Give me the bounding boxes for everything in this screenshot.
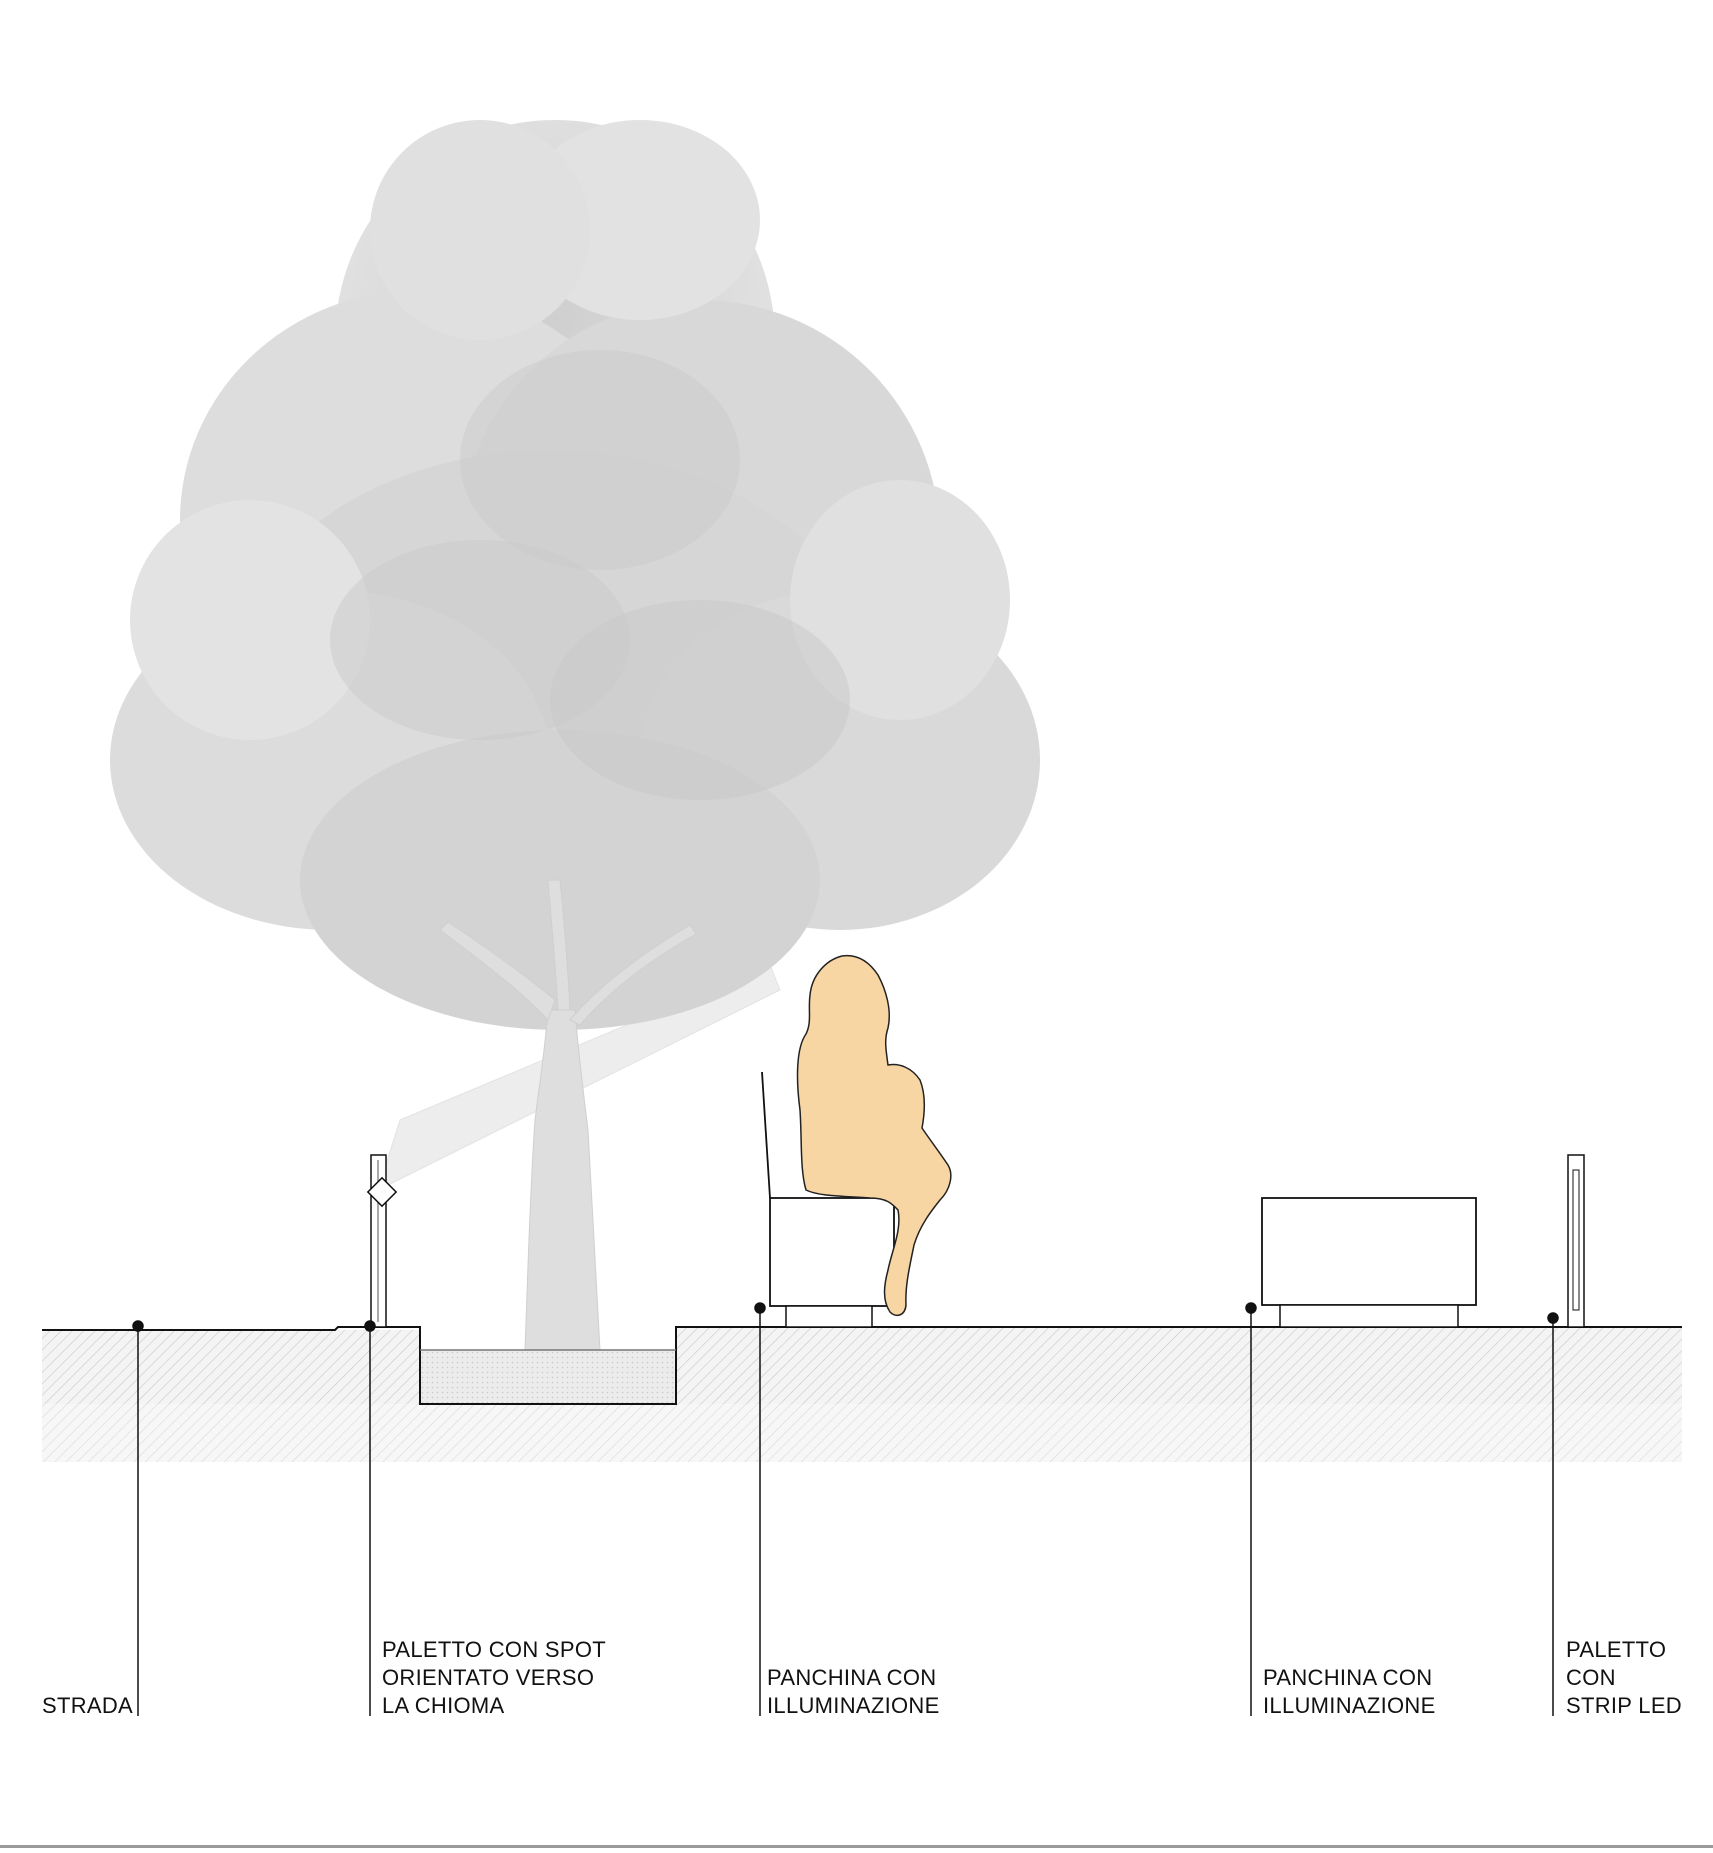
label-strada-line-1: STRADA bbox=[42, 1693, 134, 1718]
subsoil-layer bbox=[42, 1404, 1682, 1462]
seated-person-icon bbox=[796, 954, 952, 1317]
bollard-led-strip-icon bbox=[1567, 1154, 1585, 1328]
ground-layer-right bbox=[676, 1327, 1682, 1404]
label-panchina-1: PANCHINA CON ILLUMINAZIONE bbox=[767, 1664, 940, 1720]
bottom-rule bbox=[0, 1845, 1713, 1848]
leader-dot-paletto-spot bbox=[364, 1320, 376, 1332]
label-paletto-led-line-1: PALETTO bbox=[1566, 1637, 1667, 1662]
label-paletto-led: PALETTO CON STRIP LED bbox=[1566, 1636, 1682, 1720]
label-panchina-2: PANCHINA CON ILLUMINAZIONE bbox=[1263, 1664, 1436, 1720]
label-strada: STRADA bbox=[42, 1692, 133, 1720]
label-paletto-spot-line-3: LA CHIOMA bbox=[382, 1693, 505, 1718]
leader-lines bbox=[132, 1302, 1559, 1716]
label-paletto-spot: PALETTO CON SPOT ORIENTATO VERSO LA CHIO… bbox=[382, 1636, 606, 1720]
leader-dot-panchina-2 bbox=[1245, 1302, 1257, 1314]
ground-layer-left bbox=[42, 1330, 420, 1404]
leader-dot-panchina-1 bbox=[754, 1302, 766, 1314]
label-paletto-led-line-3: STRIP LED bbox=[1566, 1693, 1682, 1718]
label-panchina-1-line-1: PANCHINA CON bbox=[767, 1665, 937, 1690]
label-panchina-2-line-2: ILLUMINAZIONE bbox=[1263, 1693, 1436, 1718]
leader-dot-paletto-led bbox=[1547, 1312, 1559, 1324]
tree-canopy-icon bbox=[110, 120, 1040, 1030]
label-paletto-spot-line-1: PALETTO CON SPOT bbox=[382, 1637, 607, 1662]
bollard-spotlight-icon bbox=[366, 1154, 398, 1328]
tree-pit bbox=[420, 1350, 676, 1404]
label-paletto-led-line-2: CON bbox=[1566, 1665, 1616, 1690]
bench-2-icon bbox=[1261, 1197, 1477, 1328]
label-panchina-2-line-1: PANCHINA CON bbox=[1263, 1665, 1433, 1690]
leader-dot-strada bbox=[132, 1320, 144, 1332]
ground-line bbox=[42, 1326, 1682, 1405]
label-panchina-1-line-2: ILLUMINAZIONE bbox=[767, 1693, 940, 1718]
tree-trunk bbox=[439, 879, 697, 1351]
label-paletto-spot-line-2: ORIENTATO VERSO bbox=[382, 1665, 595, 1690]
bench-1-icon bbox=[761, 1071, 895, 1328]
